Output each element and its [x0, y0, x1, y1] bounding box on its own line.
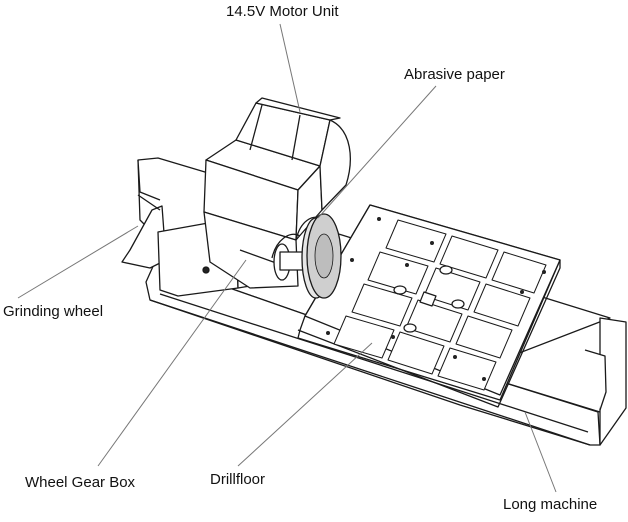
leader-wheel-gear-box	[97, 259, 247, 467]
label-abrasive-paper: Abrasive paper	[404, 66, 505, 83]
leader-grinding-wheel	[17, 225, 139, 299]
leader-drillfloor	[237, 342, 373, 467]
leader-long-machine	[524, 411, 557, 493]
leader-motor-unit	[279, 23, 301, 113]
motor-unit	[203, 97, 351, 289]
leader-lines	[17, 23, 557, 493]
label-drillfloor: Drillfloor	[210, 471, 266, 488]
grinding-wheel-disc	[301, 213, 342, 299]
label-wheel-gear-box: Wheel Gear Box	[25, 474, 136, 491]
label-grinding-wheel: Grinding wheel	[3, 303, 104, 320]
leader-abrasive-paper	[317, 85, 437, 219]
label-motor-unit: 14.5V Motor Unit	[226, 3, 339, 20]
label-long-machine: Long machine	[503, 496, 598, 513]
